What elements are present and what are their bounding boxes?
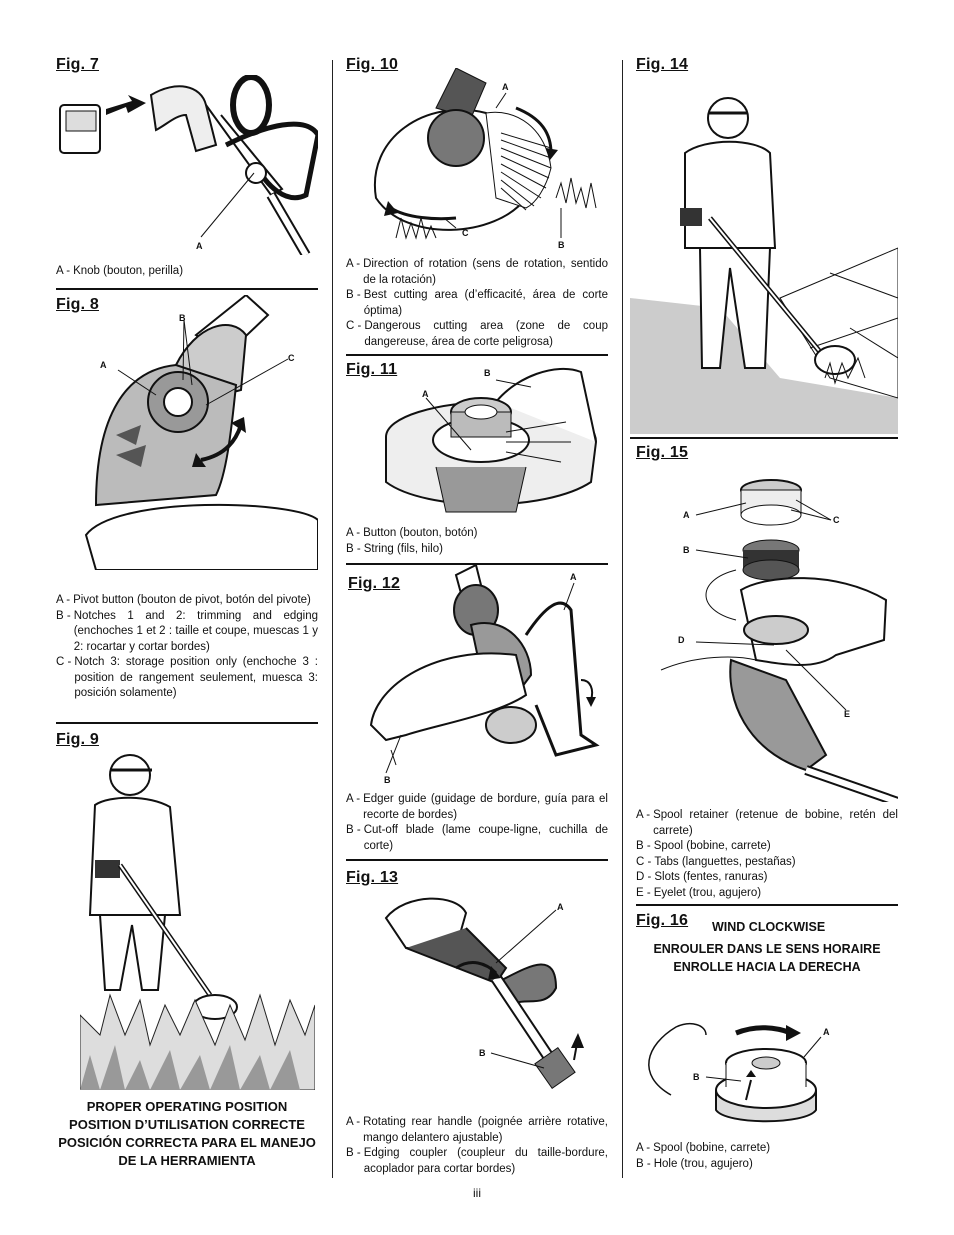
fig10-legend-a: Direction of rotation (sens de rotation,… xyxy=(363,258,608,286)
fig11-legend-b: String (fils, hilo) xyxy=(363,542,443,555)
fig11-illustration: A B xyxy=(346,362,608,522)
fig11-legend-a: Button (bouton, botón) xyxy=(363,527,478,539)
fig10-legend: A - Direction of rotation (sens de rotat… xyxy=(346,257,608,350)
column-divider xyxy=(622,60,623,1178)
fig16-label-b: B xyxy=(693,1072,700,1082)
fig8-legend-a: Pivot button (bouton de pivot, botón del… xyxy=(73,594,311,606)
fig15-label-a: A xyxy=(683,510,690,520)
fig13-legend-a: Rotating rear handle (poignée arrière ro… xyxy=(363,1116,608,1144)
fig12-legend-a: Edger guide (guidage de bordure, guía pa… xyxy=(363,793,608,821)
rule xyxy=(346,859,608,861)
fig13-label-a: A xyxy=(557,902,564,912)
fig8-legend-b: Notches 1 and 2: trimming and edging (en… xyxy=(73,609,318,653)
fig16-heading-fr: ENROULER DANS LE SENS HORAIRE xyxy=(653,942,881,956)
fig16-title: Fig. 16 xyxy=(636,912,689,929)
fig7-legend: A - Knob (bouton, perilla) xyxy=(56,264,318,280)
fig10-legend-b: Best cutting area (d’efficacité, área de… xyxy=(363,289,608,317)
rule xyxy=(346,354,608,356)
fig10-label-b: B xyxy=(558,240,565,250)
fig11-legend: A - Button (bouton, botón) B - String (f… xyxy=(346,526,608,557)
fig15-legend-a: Spool retainer (retenue de bobine, retén… xyxy=(653,809,898,837)
rule xyxy=(56,288,318,290)
fig11-title: Fig. 11 xyxy=(346,361,398,378)
page-number: iii xyxy=(473,1186,481,1200)
fig16-legend: A -Spool (bobine, carrete) B - Hole (tro… xyxy=(636,1141,898,1172)
fig16-legend-b: Hole (trou, agujero) xyxy=(653,1157,753,1170)
fig12-legend: A - Edger guide (guidage de bordure, guí… xyxy=(346,792,608,854)
fig10-illustration: A B C xyxy=(346,68,608,253)
fig7-title: Fig. 7 xyxy=(56,56,99,73)
fig12-illustration: A B xyxy=(346,565,608,787)
fig12-title: Fig. 12 xyxy=(348,575,401,592)
fig16-heading-en: WIND CLOCKWISE xyxy=(712,920,826,934)
fig10-title: Fig. 10 xyxy=(346,56,399,73)
fig16-legend-a: Spool (bobine, carrete) xyxy=(653,1142,771,1154)
fig9-caption-es: POSICIÓN CORRECTA PARA EL MANEJO DE LA H… xyxy=(58,1135,316,1168)
fig16-label-a: A xyxy=(823,1027,830,1037)
fig13-title: Fig. 13 xyxy=(346,869,399,886)
fig8-label-c: C xyxy=(288,353,295,363)
fig7-label-a: A xyxy=(196,241,203,251)
fig8-label-b: B xyxy=(179,313,186,323)
fig8-legend-c: Notch 3: storage position only (enchoche… xyxy=(74,656,318,699)
fig14-title: Fig. 14 xyxy=(636,56,689,73)
fig16-illustration: A B xyxy=(636,1015,898,1125)
rule xyxy=(636,904,898,906)
fig8-title: Fig. 8 xyxy=(56,296,99,313)
column-divider xyxy=(332,60,333,1178)
fig9-caption-en: PROPER OPERATING POSITION xyxy=(86,1099,288,1114)
fig8-illustration: A B C xyxy=(56,295,318,570)
fig15-label-d: D xyxy=(678,635,685,645)
fig11-label-b: B xyxy=(484,368,491,378)
fig12-label-a: A xyxy=(570,572,577,582)
fig12-label-b: B xyxy=(384,775,391,785)
fig15-label-c: C xyxy=(833,515,840,525)
fig7-illustration: A xyxy=(56,75,318,255)
fig15-illustration: A B C D E xyxy=(636,470,898,802)
fig15-legend: A - Spool retainer (retenue de bobine, r… xyxy=(636,808,898,901)
fig10-legend-c: Dangerous cutting area (zone de coup dan… xyxy=(364,320,608,348)
fig15-legend-c: Tabs (languettes, pestañas) xyxy=(654,855,796,868)
fig9-title: Fig. 9 xyxy=(56,731,99,748)
fig9-caption-fr: POSITION D’UTILISATION CORRECTE xyxy=(69,1117,305,1132)
fig8-legend: A - Pivot button (bouton de pivot, botón… xyxy=(56,593,318,702)
fig12-legend-b: Cut-off blade (lame coupe-ligne, cuchill… xyxy=(363,824,608,852)
fig9-caption: PROPER OPERATING POSITION POSITION D’UTI… xyxy=(56,1098,318,1170)
fig10-label-c: C xyxy=(462,228,469,238)
fig16-heading: ENROULER DANS LE SENS HORAIRE ENROLLE HA… xyxy=(636,940,898,976)
fig16-heading-es: ENROLLE HACIA LA DERECHA xyxy=(673,960,861,974)
fig11-label-a: A xyxy=(422,389,429,399)
fig15-label-b: B xyxy=(683,545,690,555)
fig14-illustration xyxy=(630,78,898,434)
fig13-illustration: A B xyxy=(346,888,608,1108)
rule xyxy=(56,722,318,724)
fig15-label-e: E xyxy=(844,709,850,719)
rule xyxy=(630,437,898,439)
fig15-legend-d: Slots (fentes, ranuras) xyxy=(654,871,768,883)
fig15-title: Fig. 15 xyxy=(636,444,689,461)
fig9-illustration xyxy=(80,745,315,1090)
rule xyxy=(346,563,608,565)
fig13-legend: A - Rotating rear handle (poignée arrièr… xyxy=(346,1115,608,1177)
fig10-label-a: A xyxy=(502,82,509,92)
fig13-label-b: B xyxy=(479,1048,486,1058)
fig7-legend-a: Knob (bouton, perilla) xyxy=(73,265,184,277)
fig13-legend-b: Edging coupler (coupleur du taille-bordu… xyxy=(363,1147,608,1175)
fig15-legend-e: Eyelet (trou, agujero) xyxy=(653,886,762,899)
fig15-legend-b: Spool (bobine, carrete) xyxy=(653,840,771,852)
fig8-label-a: A xyxy=(100,360,107,370)
